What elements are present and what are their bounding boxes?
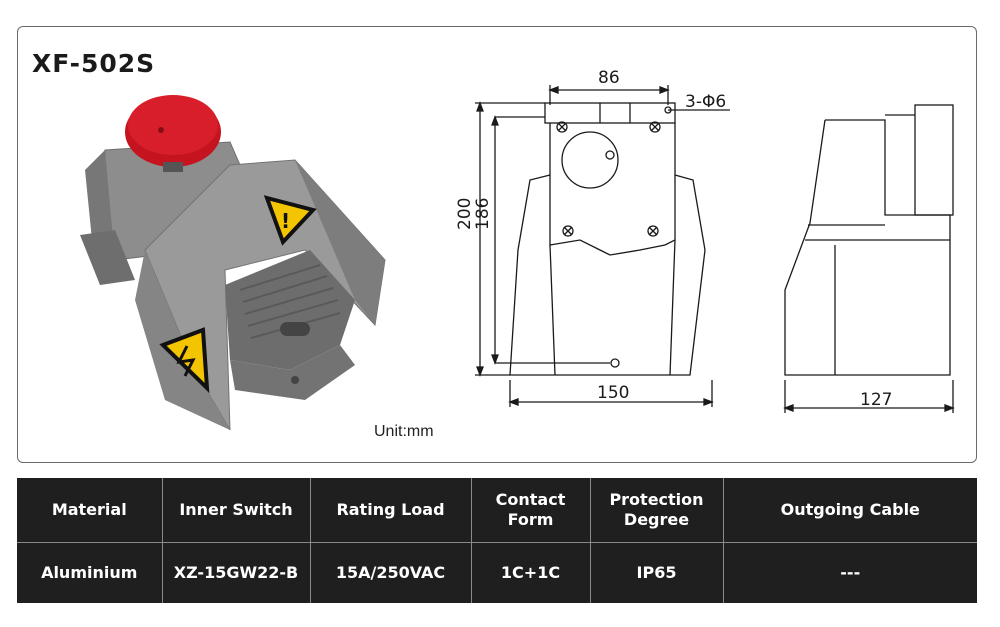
header-protection-degree: Protection Degree [590,478,724,542]
dim-200: 200 [455,198,475,230]
dim-150: 150 [597,383,629,403]
value-inner-switch: XZ-15GW22-B [162,541,311,603]
spec-header-row: Material Inner Switch Rating Load Contac… [17,478,977,542]
dim-186: 186 [473,198,493,230]
header-material: Material [17,478,163,542]
svg-text:!: ! [281,209,290,233]
value-rating-load: 15A/250VAC [310,541,472,603]
value-material: Aluminium [17,541,163,603]
header-inner-switch: Inner Switch [162,478,311,542]
foot-switch-image: ! [80,95,386,431]
dim-86: 86 [598,68,620,88]
header-outgoing-cable: Outgoing Cable [780,499,920,519]
electrical-hazard-icon [159,327,210,394]
technical-drawing: 86 3-Φ6 200 186 150 127 [455,68,955,413]
value-contact-form: 1C+1C [471,541,591,603]
dim-holes: 3-Φ6 [685,92,726,112]
header-rating-load: Rating Load [310,478,472,542]
value-protection-degree: IP65 [590,541,724,603]
header-contact-form: Contact Form [471,478,591,542]
dim-127: 127 [860,390,892,410]
model-title: XF-502S [32,49,156,78]
value-outgoing-cable: --- [723,541,977,603]
unit-label: Unit:mm [374,423,434,440]
spec-value-row: Aluminium XZ-15GW22-B 15A/250VAC 1C+1C I… [17,541,977,603]
warning-icon [263,195,317,246]
spec-table: Material Inner Switch Rating Load Contac… [17,478,977,603]
